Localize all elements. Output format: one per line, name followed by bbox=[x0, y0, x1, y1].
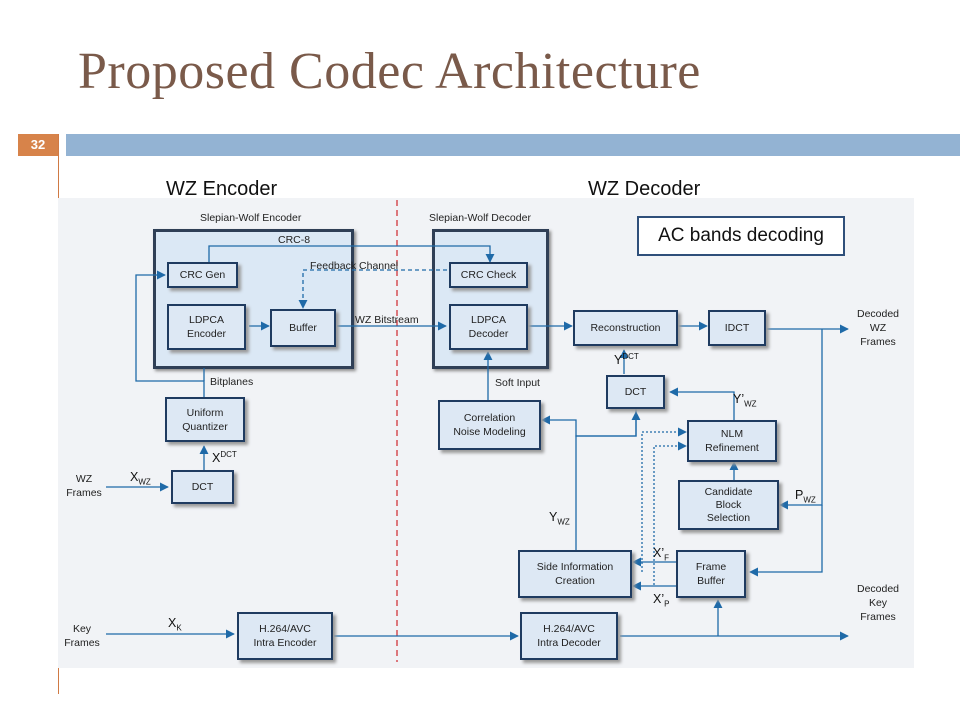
x-dct-symbol: XDCT bbox=[212, 450, 237, 466]
h264-encoder-line1: H.264/AVC bbox=[259, 623, 311, 635]
p-wz-symbol: PWZ bbox=[795, 488, 816, 505]
h264-decoder-line1: H.264/AVC bbox=[543, 623, 595, 635]
wz-frames-line2: Frames bbox=[66, 487, 102, 499]
h264-encoder-line2: Intra Encoder bbox=[253, 637, 317, 649]
uniform-quantizer-line2: Quantizer bbox=[182, 420, 228, 433]
xp-to-nlm-arrow bbox=[653, 441, 687, 585]
nlm-refinement-block: NLM Refinement bbox=[687, 420, 777, 462]
ywz-arrow bbox=[575, 411, 641, 550]
wz-encoder-heading: WZ Encoder bbox=[166, 178, 278, 200]
sw-encoder-label: Slepian-Wolf Encoder bbox=[200, 212, 302, 224]
candidate-block-selection-block: Candidate Block Selection bbox=[678, 480, 779, 530]
crc8-label: CRC-8 bbox=[278, 234, 311, 246]
decoded-key-line3: Frames bbox=[860, 611, 896, 623]
decoded-wz-line2: WZ bbox=[869, 322, 887, 334]
decoded-key-frames-label: Decoded Key Frames bbox=[848, 582, 908, 624]
correlation-line1: Correlation bbox=[463, 412, 516, 424]
soft-input-label: Soft Input bbox=[495, 377, 540, 389]
wz-frames-label: WZ Frames bbox=[62, 472, 106, 500]
nlm-to-dct-arrow bbox=[669, 387, 735, 420]
ac-bands-decoding-label: AC bands decoding bbox=[637, 216, 845, 256]
decoded-key-line2: Key bbox=[868, 597, 888, 609]
crc-gen-block: CRC Gen bbox=[167, 262, 238, 288]
frame-buffer-line1: Frame bbox=[695, 561, 727, 573]
encoder-dct-block: DCT bbox=[171, 470, 234, 504]
wz-decoder-heading: WZ Decoder bbox=[588, 178, 701, 200]
h264-intra-encoder-block: H.264/AVC Intra Encoder bbox=[237, 612, 333, 660]
bitplanes-to-crc-arrow bbox=[135, 270, 205, 397]
side-info-line2: Creation bbox=[555, 575, 595, 587]
feedback-channel-label: Feedback Channel bbox=[310, 260, 399, 272]
ldpca-decoder-line2: Decoder bbox=[468, 328, 509, 340]
y-wz-symbol: YWZ bbox=[549, 510, 570, 527]
candidate-line3: Selection bbox=[706, 511, 751, 524]
ldpca-decoder-line1: LDPCA bbox=[470, 314, 506, 326]
ldpca-encoder-line2: Encoder bbox=[186, 328, 227, 340]
slide-title: Proposed Codec Architecture bbox=[78, 43, 701, 100]
y-prime-wz-symbol: Y’WZ bbox=[733, 392, 757, 409]
nlm-line1: NLM bbox=[720, 428, 744, 440]
decoded-wz-line3: Frames bbox=[860, 336, 896, 348]
page-number-badge: 32 bbox=[18, 134, 58, 156]
feedback-arrow bbox=[298, 269, 451, 309]
uniform-quantizer-block: Uniform Quantizer bbox=[165, 397, 245, 442]
x-prime-p-symbol: X’P bbox=[653, 592, 670, 609]
bitplanes-label: Bitplanes bbox=[210, 376, 254, 388]
title-underline-bar bbox=[66, 134, 960, 156]
reconstruction-block: Reconstruction bbox=[573, 310, 678, 346]
key-frames-label: Key Frames bbox=[60, 622, 104, 650]
ldpca-encoder-block: LDPCA Encoder bbox=[167, 304, 246, 350]
idct-block: IDCT bbox=[708, 310, 766, 346]
uniform-quantizer-line1: Uniform bbox=[186, 406, 224, 419]
wz-frames-line1: WZ bbox=[75, 473, 93, 485]
candidate-line1: Candidate bbox=[704, 485, 753, 498]
h264-intra-decoder-block: H.264/AVC Intra Decoder bbox=[520, 612, 618, 660]
nlm-line2: Refinement bbox=[705, 442, 759, 454]
buffer-block: Buffer bbox=[270, 309, 336, 347]
sw-decoder-label: Slepian-Wolf Decoder bbox=[429, 212, 531, 224]
x-k-symbol: XK bbox=[168, 616, 182, 633]
key-frames-line2: Frames bbox=[64, 637, 100, 649]
to-correlation-arrow bbox=[541, 405, 637, 437]
pwz-arrow bbox=[779, 329, 823, 510]
decoded-key-line1: Decoded bbox=[856, 583, 900, 595]
ldpca-encoder-line1: LDPCA bbox=[188, 314, 224, 326]
decoded-to-frame-buffer-arrow bbox=[749, 505, 823, 577]
side-information-creation-block: Side Information Creation bbox=[518, 550, 632, 598]
side-info-line1: Side Information bbox=[536, 561, 614, 573]
key-frames-line1: Key bbox=[72, 623, 92, 635]
decoded-wz-frames-label: Decoded WZ Frames bbox=[848, 307, 908, 349]
x-prime-f-symbol: X’F bbox=[653, 546, 670, 563]
frame-buffer-block: Frame Buffer bbox=[676, 550, 746, 598]
xf-to-nlm-arrow bbox=[641, 427, 687, 572]
decoded-wz-line1: Decoded bbox=[856, 308, 900, 320]
decoder-dct-block: DCT bbox=[606, 375, 665, 409]
frame-buffer-line2: Buffer bbox=[697, 575, 725, 587]
correlation-line2: Noise Modeling bbox=[453, 426, 526, 438]
crc8-arrow bbox=[208, 245, 495, 263]
ldpca-decoder-block: LDPCA Decoder bbox=[449, 304, 528, 350]
wz-bitstream-label: WZ Bitstream bbox=[355, 314, 419, 326]
crc-check-block: CRC Check bbox=[449, 262, 528, 288]
h264-decoder-line2: Intra Decoder bbox=[537, 637, 601, 649]
candidate-line2: Block bbox=[715, 498, 742, 511]
correlation-noise-modeling-block: Correlation Noise Modeling bbox=[438, 400, 541, 450]
x-wz-symbol: XWZ bbox=[130, 470, 151, 487]
y-dct-symbol: YDCT bbox=[614, 352, 639, 368]
